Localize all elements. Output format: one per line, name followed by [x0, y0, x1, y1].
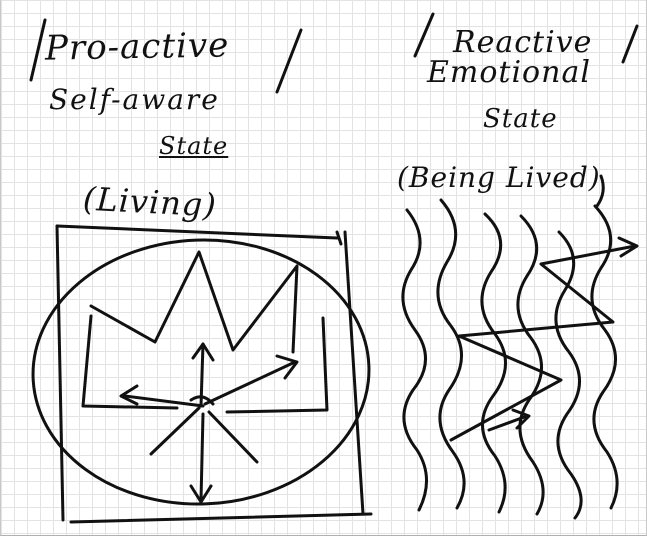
proactive-heading: Pro-active — [44, 25, 230, 69]
right-slash-mark — [621, 24, 639, 64]
vertical-arrow — [199, 412, 205, 502]
small-arrow — [487, 414, 529, 432]
wavy-line — [516, 214, 545, 516]
diagonal-arrow — [149, 406, 201, 456]
horizontal-arrow — [123, 394, 205, 408]
square-frame — [343, 230, 365, 516]
square-frame — [55, 224, 343, 246]
zigzag-path — [449, 244, 637, 442]
right-state-word: State — [483, 104, 558, 134]
left-bracket-stroke — [81, 314, 179, 410]
arrow-head — [189, 484, 213, 504]
square-frame — [55, 224, 65, 522]
wavy-line — [401, 208, 429, 512]
emotional-subheading: Emotional — [427, 55, 591, 90]
circle-outline — [31, 238, 371, 506]
wavy-line — [480, 212, 507, 514]
caption-bracket — [595, 174, 605, 208]
arrow-head — [275, 354, 299, 380]
center-mark — [189, 395, 215, 406]
arrow-head — [617, 236, 639, 258]
diagonal-arrow — [203, 360, 297, 406]
left-state-word: State — [159, 132, 229, 160]
left-slash-mark — [275, 28, 303, 94]
arrow-head — [119, 384, 139, 406]
diagonal-arrow — [207, 410, 259, 464]
reactive-heading: Reactive — [453, 25, 593, 60]
crown-zigzag — [89, 250, 299, 354]
arrow-head — [511, 408, 531, 430]
right-bracket-stroke — [225, 316, 329, 414]
self-aware-subheading: Self-aware — [49, 83, 220, 116]
square-frame — [69, 512, 373, 524]
left-slash-mark — [29, 18, 47, 82]
arrow-head — [191, 342, 215, 362]
wavy-line — [554, 230, 583, 520]
wavy-line — [436, 198, 466, 510]
wavy-line — [590, 204, 619, 510]
being-lived-caption: (Being Lived) — [397, 161, 601, 194]
right-slash-mark — [413, 12, 435, 58]
living-caption: (Living) — [82, 179, 218, 225]
